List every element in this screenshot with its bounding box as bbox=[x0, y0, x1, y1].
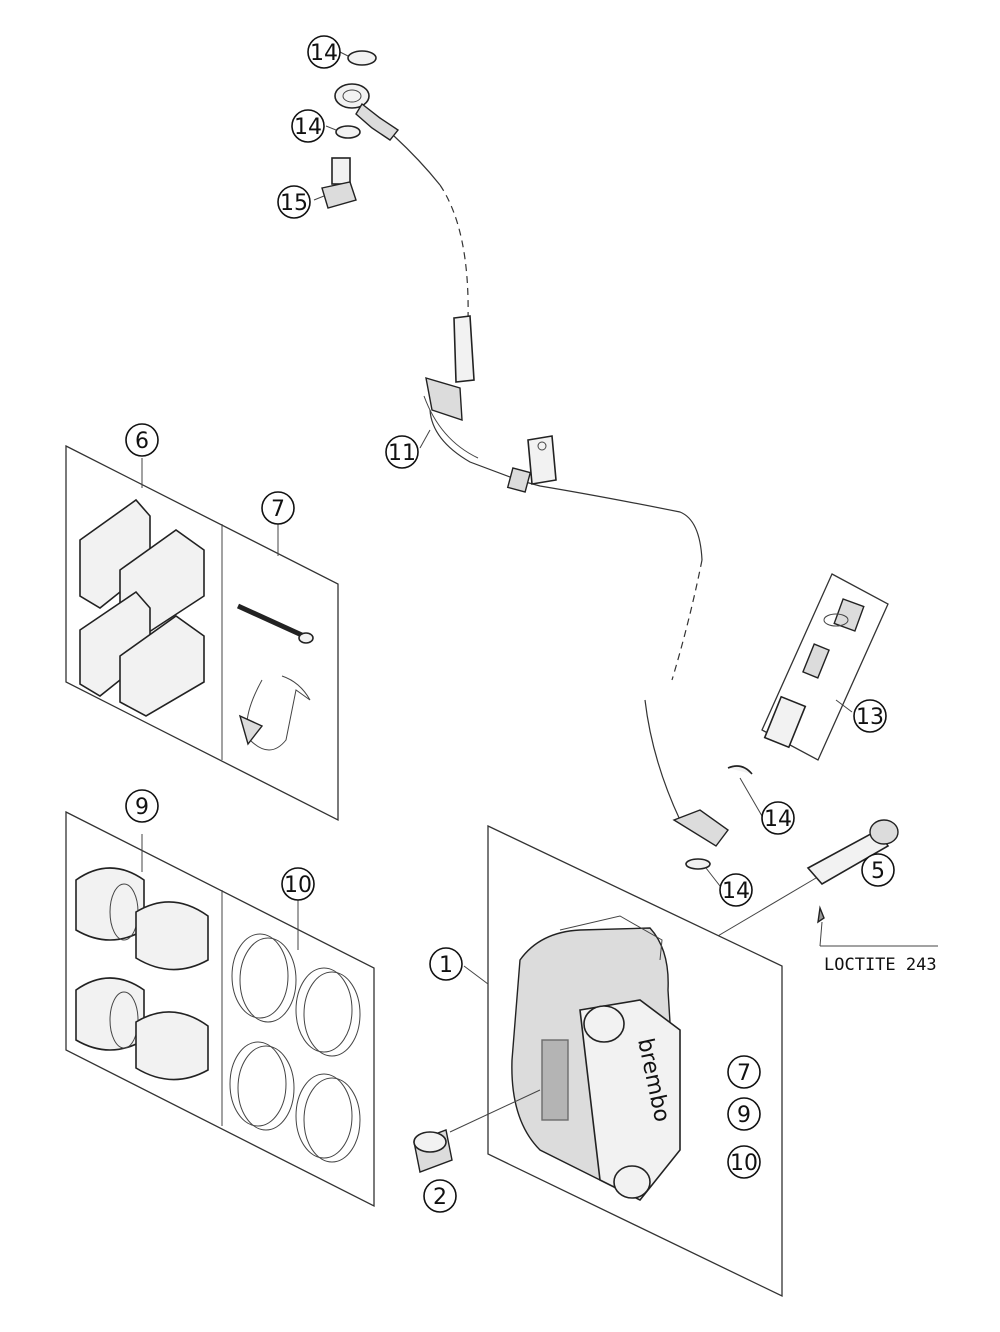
callout-7: 7 bbox=[261, 491, 295, 525]
spacer-washer bbox=[413, 1089, 541, 1173]
svg-text:6: 6 bbox=[135, 429, 149, 454]
callout-10: 10 bbox=[281, 867, 315, 901]
spring-clip bbox=[246, 675, 311, 751]
svg-text:14: 14 bbox=[310, 41, 338, 66]
piston bbox=[75, 977, 145, 1051]
callout-10: 10 bbox=[727, 1145, 761, 1179]
seal-ring bbox=[231, 933, 289, 1019]
banjo-bolt bbox=[321, 157, 357, 209]
brake-pad bbox=[119, 615, 205, 717]
callout-9: 9 bbox=[727, 1097, 761, 1131]
seal-ring bbox=[295, 1073, 353, 1159]
washer-14a bbox=[347, 50, 377, 66]
svg-text:9: 9 bbox=[737, 1103, 751, 1128]
piston-seal-panel bbox=[65, 810, 375, 1208]
callout-7: 7 bbox=[727, 1055, 761, 1089]
piston bbox=[135, 901, 209, 971]
svg-text:14: 14 bbox=[764, 807, 792, 832]
washer-14d bbox=[685, 858, 711, 870]
loctite-note: LOCTITE 243 bbox=[824, 955, 937, 975]
hose-clamp bbox=[425, 377, 463, 421]
hose-fitting-upper bbox=[453, 315, 475, 383]
svg-text:7: 7 bbox=[737, 1061, 751, 1086]
caliper-panel: brembo bbox=[487, 824, 783, 1298]
callout-9: 9 bbox=[125, 789, 159, 823]
callout-14: 14 bbox=[761, 801, 795, 835]
seal-ring bbox=[229, 1041, 287, 1127]
leader-lines bbox=[141, 51, 853, 985]
callout-6: 6 bbox=[125, 423, 159, 457]
svg-text:13: 13 bbox=[856, 705, 884, 730]
svg-text:1: 1 bbox=[439, 953, 453, 978]
callout-14: 14 bbox=[719, 873, 753, 907]
brake-hose bbox=[334, 83, 729, 847]
seal-ring bbox=[295, 967, 353, 1053]
svg-text:5: 5 bbox=[871, 859, 885, 884]
callout-13: 13 bbox=[853, 699, 887, 733]
washer-14b bbox=[335, 125, 361, 139]
svg-text:10: 10 bbox=[730, 1151, 758, 1176]
callout-14: 14 bbox=[291, 109, 325, 143]
hose-crimp-top bbox=[355, 102, 400, 141]
washer-14c bbox=[727, 765, 753, 775]
svg-text:9: 9 bbox=[135, 795, 149, 820]
bleeder-kit-panel bbox=[761, 573, 889, 761]
banjo-fitting bbox=[334, 83, 370, 109]
piston bbox=[75, 867, 145, 941]
svg-text:15: 15 bbox=[280, 191, 308, 216]
hose-bracket bbox=[527, 435, 557, 485]
callout-15: 15 bbox=[277, 185, 311, 219]
callout-14: 14 bbox=[307, 35, 341, 69]
svg-text:14: 14 bbox=[722, 879, 750, 904]
callout-5: 5 bbox=[861, 853, 895, 887]
svg-text:7: 7 bbox=[271, 497, 285, 522]
callouts: 14 14 15 11 6 7 13 14 14 5 9 10 1 7 9 10… bbox=[125, 35, 895, 1213]
svg-text:10: 10 bbox=[284, 873, 312, 898]
svg-text:2: 2 bbox=[433, 1185, 447, 1210]
callout-11: 11 bbox=[385, 435, 419, 469]
svg-text:14: 14 bbox=[294, 115, 322, 140]
callout-2: 2 bbox=[423, 1179, 457, 1213]
brake-caliper: brembo bbox=[511, 915, 681, 1202]
callout-1: 1 bbox=[429, 947, 463, 981]
piston bbox=[135, 1011, 209, 1081]
caliper-bolt bbox=[649, 819, 938, 977]
svg-text:11: 11 bbox=[388, 441, 416, 466]
pad-pin bbox=[236, 603, 314, 644]
brake-pad-panel bbox=[65, 444, 339, 822]
hose-fitting-lower bbox=[672, 809, 729, 847]
